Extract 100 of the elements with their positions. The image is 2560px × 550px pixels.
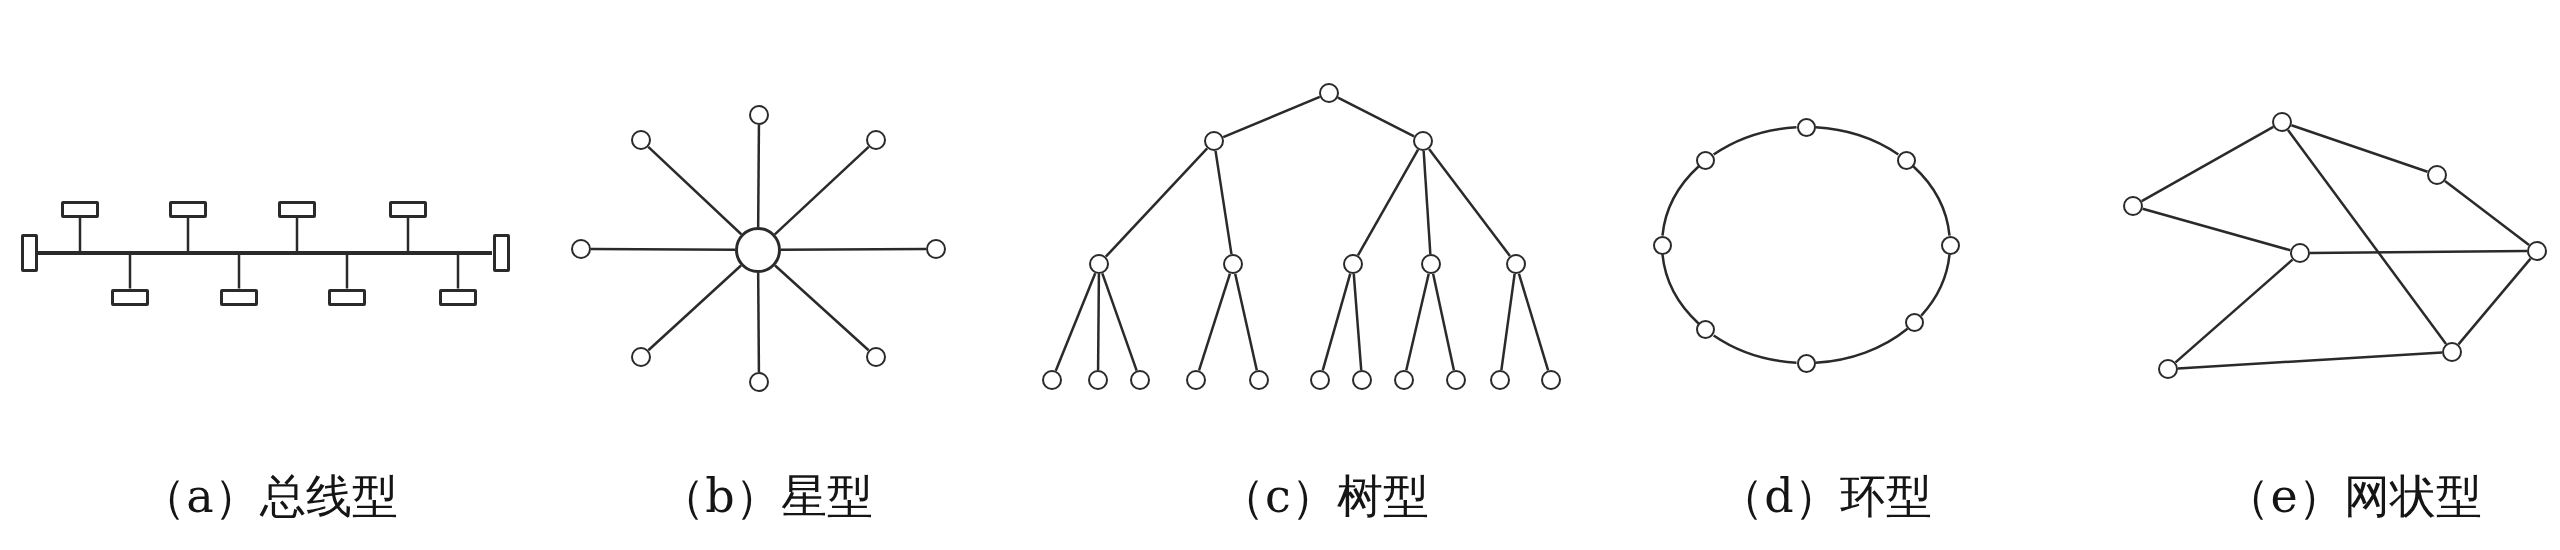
link-line (2310, 249, 2527, 255)
node-circle (1089, 254, 1109, 274)
station-box (169, 200, 207, 218)
node-circle (2272, 112, 2292, 132)
ring-line (1920, 254, 1951, 317)
link-line (1054, 272, 1097, 372)
node-circle (1490, 370, 1510, 390)
ring-line (1713, 334, 1797, 364)
node-circle (1413, 131, 1433, 151)
node-circle (2442, 342, 2462, 362)
link-line (647, 264, 742, 352)
node-circle (571, 239, 591, 259)
link-line (1428, 148, 1511, 257)
node-circle (1204, 131, 1224, 151)
link-line (1321, 273, 1352, 371)
station-box (389, 200, 427, 218)
link-line (78, 217, 82, 251)
link-line (406, 217, 410, 251)
node-circle (1319, 83, 1339, 103)
node-circle (2158, 359, 2178, 379)
node-circle (1223, 254, 1243, 274)
ring-line (1815, 327, 1909, 364)
node-circle (1421, 254, 1441, 274)
link-line (1352, 273, 1363, 371)
link-line (1197, 273, 1232, 371)
node-circle (1796, 353, 1816, 373)
terminator-box (492, 234, 510, 272)
link-line (1337, 96, 1415, 138)
caption-text: （e）网状型 (2224, 471, 2482, 522)
node-circle (1940, 235, 1960, 255)
link-line (1356, 149, 1420, 256)
node-circle (749, 372, 769, 392)
ring-line (1661, 165, 1700, 236)
station-box (439, 288, 477, 306)
node-circle (2123, 196, 2143, 216)
link-line (591, 247, 735, 252)
link-line (756, 273, 761, 372)
link-line (773, 145, 870, 236)
node-circle (1310, 370, 1330, 390)
link-line (756, 125, 761, 227)
node-circle (1796, 117, 1816, 137)
node-circle (1506, 254, 1526, 274)
ring-line (1713, 126, 1797, 156)
node-circle (631, 130, 651, 150)
link-line (1500, 273, 1516, 371)
node-circle (1394, 370, 1414, 390)
link-line (345, 255, 349, 289)
node-circle (866, 130, 886, 150)
station-box (278, 200, 316, 218)
node-circle (1696, 320, 1716, 340)
link-line (2142, 207, 2291, 252)
node-circle (1905, 312, 1925, 332)
node-circle (1352, 370, 1372, 390)
hub-circle (735, 227, 781, 273)
node-circle (1652, 235, 1672, 255)
ring-line (1661, 254, 1700, 325)
link-line (2291, 124, 2428, 173)
node-circle (2290, 243, 2310, 263)
node-circle (1042, 370, 1062, 390)
node-circle (866, 347, 886, 367)
caption-text: （c）树型 (1219, 471, 1429, 522)
link-line (2141, 125, 2274, 203)
node-circle (2527, 241, 2547, 261)
node-circle (1130, 370, 1150, 390)
link-line (1101, 273, 1138, 371)
link-line (1222, 95, 1321, 139)
terminator-box (20, 234, 38, 272)
link-line (1517, 273, 1550, 371)
link-line (1422, 150, 1432, 255)
link-line (295, 217, 299, 251)
node-circle (1541, 370, 1561, 390)
node-circle (1088, 370, 1108, 390)
link-line (1405, 273, 1430, 371)
node-circle (2427, 165, 2447, 185)
link-line (2286, 129, 2448, 345)
node-circle (1446, 370, 1466, 390)
link-line (1096, 274, 1101, 370)
link-line (128, 255, 132, 289)
station-box (328, 288, 366, 306)
caption-text: （d）环型 (1718, 471, 1932, 522)
link-line (781, 247, 926, 252)
node-circle (749, 105, 769, 125)
node-circle (1343, 254, 1363, 274)
link-line (2457, 257, 2532, 346)
node-circle (1249, 370, 1269, 390)
node-circle (926, 239, 946, 259)
station-box (220, 288, 258, 306)
node-circle (1896, 150, 1916, 170)
ring-line (1912, 165, 1951, 236)
link-line (2177, 351, 2443, 370)
link-line (1233, 273, 1259, 371)
node-circle (631, 347, 651, 367)
station-box (111, 288, 149, 306)
ring-line (1815, 126, 1899, 156)
link-line (1214, 150, 1233, 255)
node-circle (1696, 150, 1716, 170)
link-line (237, 255, 241, 289)
link-line (774, 264, 870, 352)
link-line (2444, 180, 2530, 246)
link-line (647, 145, 743, 236)
